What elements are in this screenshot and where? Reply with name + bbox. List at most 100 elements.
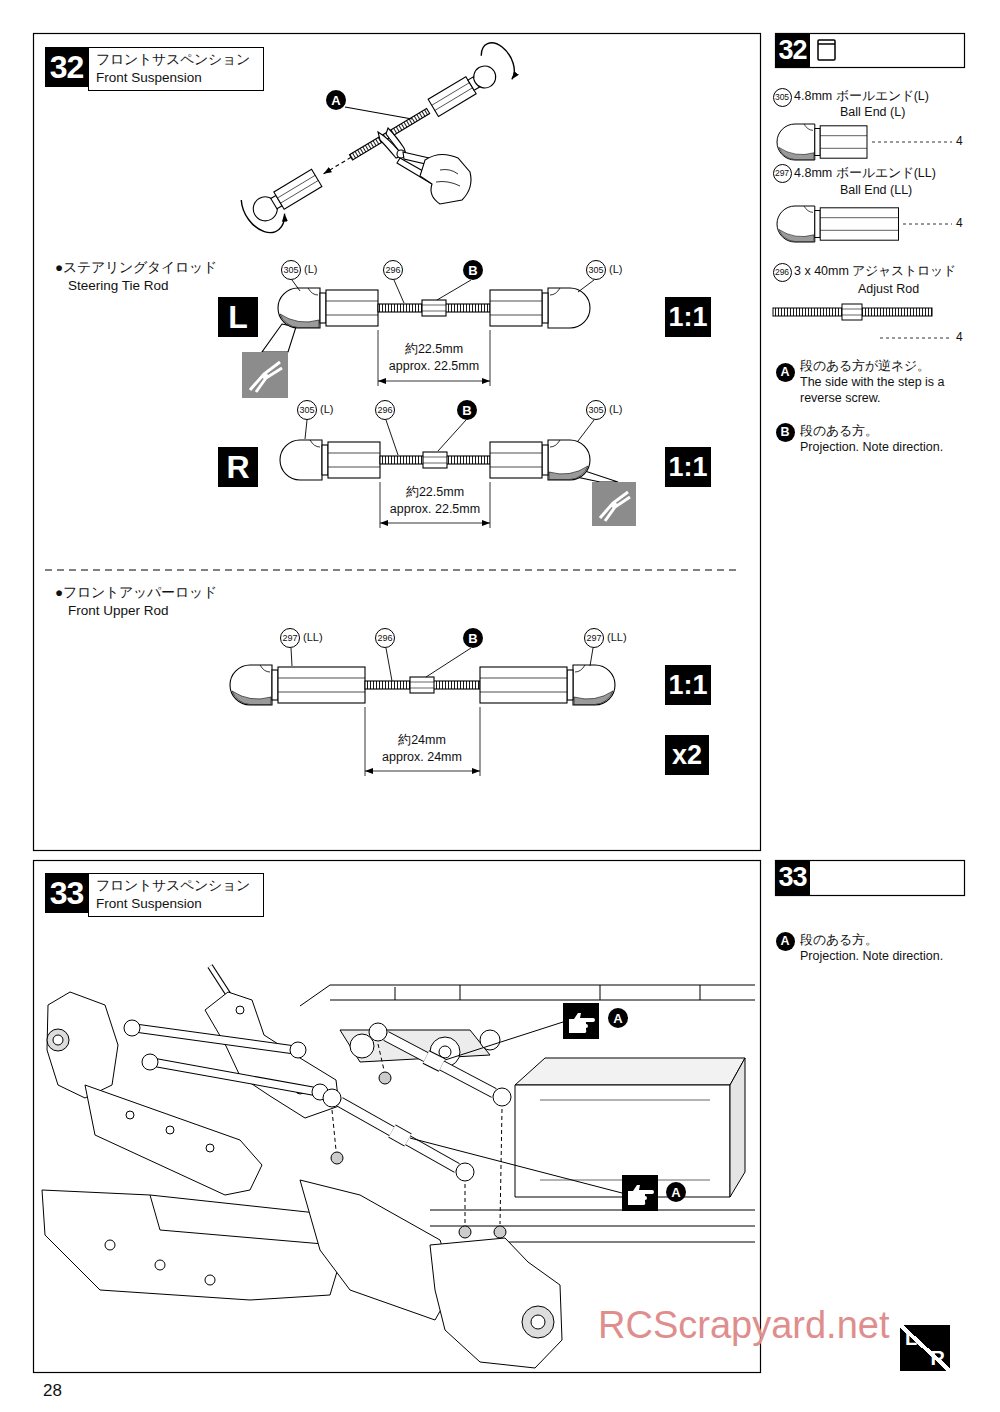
pliers-icon [262, 373, 268, 379]
dimension-line [378, 330, 490, 386]
panel-frame [776, 861, 965, 896]
part-name: Ball End (LL) [840, 183, 912, 199]
node-text: A [613, 1012, 622, 1025]
callout-letter: A [608, 1008, 628, 1028]
part-number: 297 [584, 628, 604, 648]
dimension: approx. 24mm [382, 750, 462, 766]
pliers-icon [600, 492, 630, 521]
chassis-illustration [386, 1036, 494, 1093]
callout-letter: B [457, 400, 477, 420]
chassis-illustration [392, 1131, 408, 1140]
part-size-suffix: (L) [609, 403, 622, 417]
parts-list-drawing [777, 124, 867, 160]
tie-rod-left [262, 324, 296, 352]
assembly-illustration [277, 175, 318, 203]
pointing-hand-icon [569, 1013, 595, 1033]
chassis-illustration [515, 1058, 745, 1085]
chassis-illustration [522, 1306, 554, 1338]
chassis-illustration [142, 1054, 158, 1070]
chassis-illustration [206, 1144, 214, 1152]
part-number: 305 [586, 400, 606, 420]
node-text: B [462, 404, 471, 417]
bag-icon [818, 40, 835, 60]
upper-rod [291, 648, 593, 681]
watermark: RCScrapyard.net [598, 1302, 889, 1350]
chassis-illustration [47, 992, 118, 1098]
quantity-mark: x2 [665, 735, 709, 775]
part-number: 296 [773, 263, 792, 282]
node-text: B [468, 632, 477, 645]
assembly-illustration [478, 37, 521, 87]
separator-line [45, 570, 740, 571]
pliers-icon [242, 352, 288, 398]
note: The side with the step is a reverse scre… [800, 375, 958, 406]
node-text: フロントサスペンション [96, 877, 250, 895]
callout-letter: B [463, 628, 483, 648]
node-text: フロントサスペンション [96, 51, 250, 69]
callout-letter: B [463, 260, 483, 280]
scale-mark: 1:1 [665, 297, 711, 337]
node-text: 296 [377, 634, 392, 643]
node-text: 305 [775, 93, 789, 102]
chassis-illustration [493, 1088, 511, 1106]
chassis-illustration [53, 1035, 63, 1045]
chassis-illustration [540, 1100, 710, 1180]
section-heading: ●フロントアッパーロッド [55, 585, 217, 602]
page-number: 28 [43, 1380, 62, 1401]
dimension-line [378, 381, 490, 382]
section-heading: Front Upper Rod [68, 603, 169, 620]
node-text: 296 [775, 268, 789, 277]
node-text: 305 [588, 266, 603, 275]
panel-frame [776, 34, 965, 68]
chassis-illustration [480, 1030, 500, 1050]
dimension-line [365, 771, 480, 772]
bag-icon [818, 43, 835, 45]
chassis-illustration [426, 1057, 442, 1065]
assembly-illustration [324, 157, 351, 173]
panel-frame [34, 34, 965, 1373]
tie-rod-right [490, 440, 590, 480]
part-name: 3 x 40mm アジャストロッド [794, 264, 956, 280]
assembly-illustration [234, 37, 525, 240]
dimension-line [380, 523, 490, 524]
chassis-illustration [42, 1190, 345, 1300]
tie-rod-right [280, 440, 380, 480]
scale-mark: 1:1 [665, 447, 711, 487]
node-text: L [228, 301, 248, 333]
dimension-line [378, 330, 490, 386]
callout-letter: B [776, 423, 795, 442]
node-text: 305 [588, 406, 603, 415]
bag-icon [818, 40, 835, 60]
chassis-illustration [340, 1102, 457, 1168]
chassis-illustration [166, 1126, 174, 1134]
chassis-illustration [456, 1163, 474, 1181]
chassis-illustration [155, 1260, 165, 1270]
tie-rod-left [262, 280, 594, 352]
assembly-illustration [274, 169, 322, 209]
node-text: 297 [282, 634, 297, 643]
side-mark: L [218, 297, 258, 337]
chassis-illustration [126, 1111, 134, 1119]
dimension-line [380, 482, 490, 528]
chassis-illustration [205, 992, 339, 1118]
node-text: A [331, 94, 340, 107]
dimension-line [380, 482, 490, 528]
chassis-illustration [459, 1226, 471, 1238]
chassis-illustration [531, 1315, 545, 1329]
pliers-icon [611, 502, 617, 508]
step-title: フロントサスペンションFront Suspension [88, 873, 264, 917]
node-text: A [780, 935, 789, 948]
chassis-illustration [205, 1275, 215, 1285]
pliers-icon [592, 482, 636, 526]
note: 段のある方が逆ネジ。 [800, 359, 930, 375]
node-text: 305 [299, 406, 314, 415]
node-text: 297 [775, 169, 789, 178]
chassis-illustration [426, 1057, 442, 1065]
dimension: 約24mm [398, 733, 446, 749]
node-text: 33 [50, 877, 84, 909]
upper-rod [410, 682, 434, 688]
tie-rod-left [292, 280, 594, 303]
node-text: 296 [377, 406, 392, 415]
part-number: 296 [375, 400, 395, 420]
